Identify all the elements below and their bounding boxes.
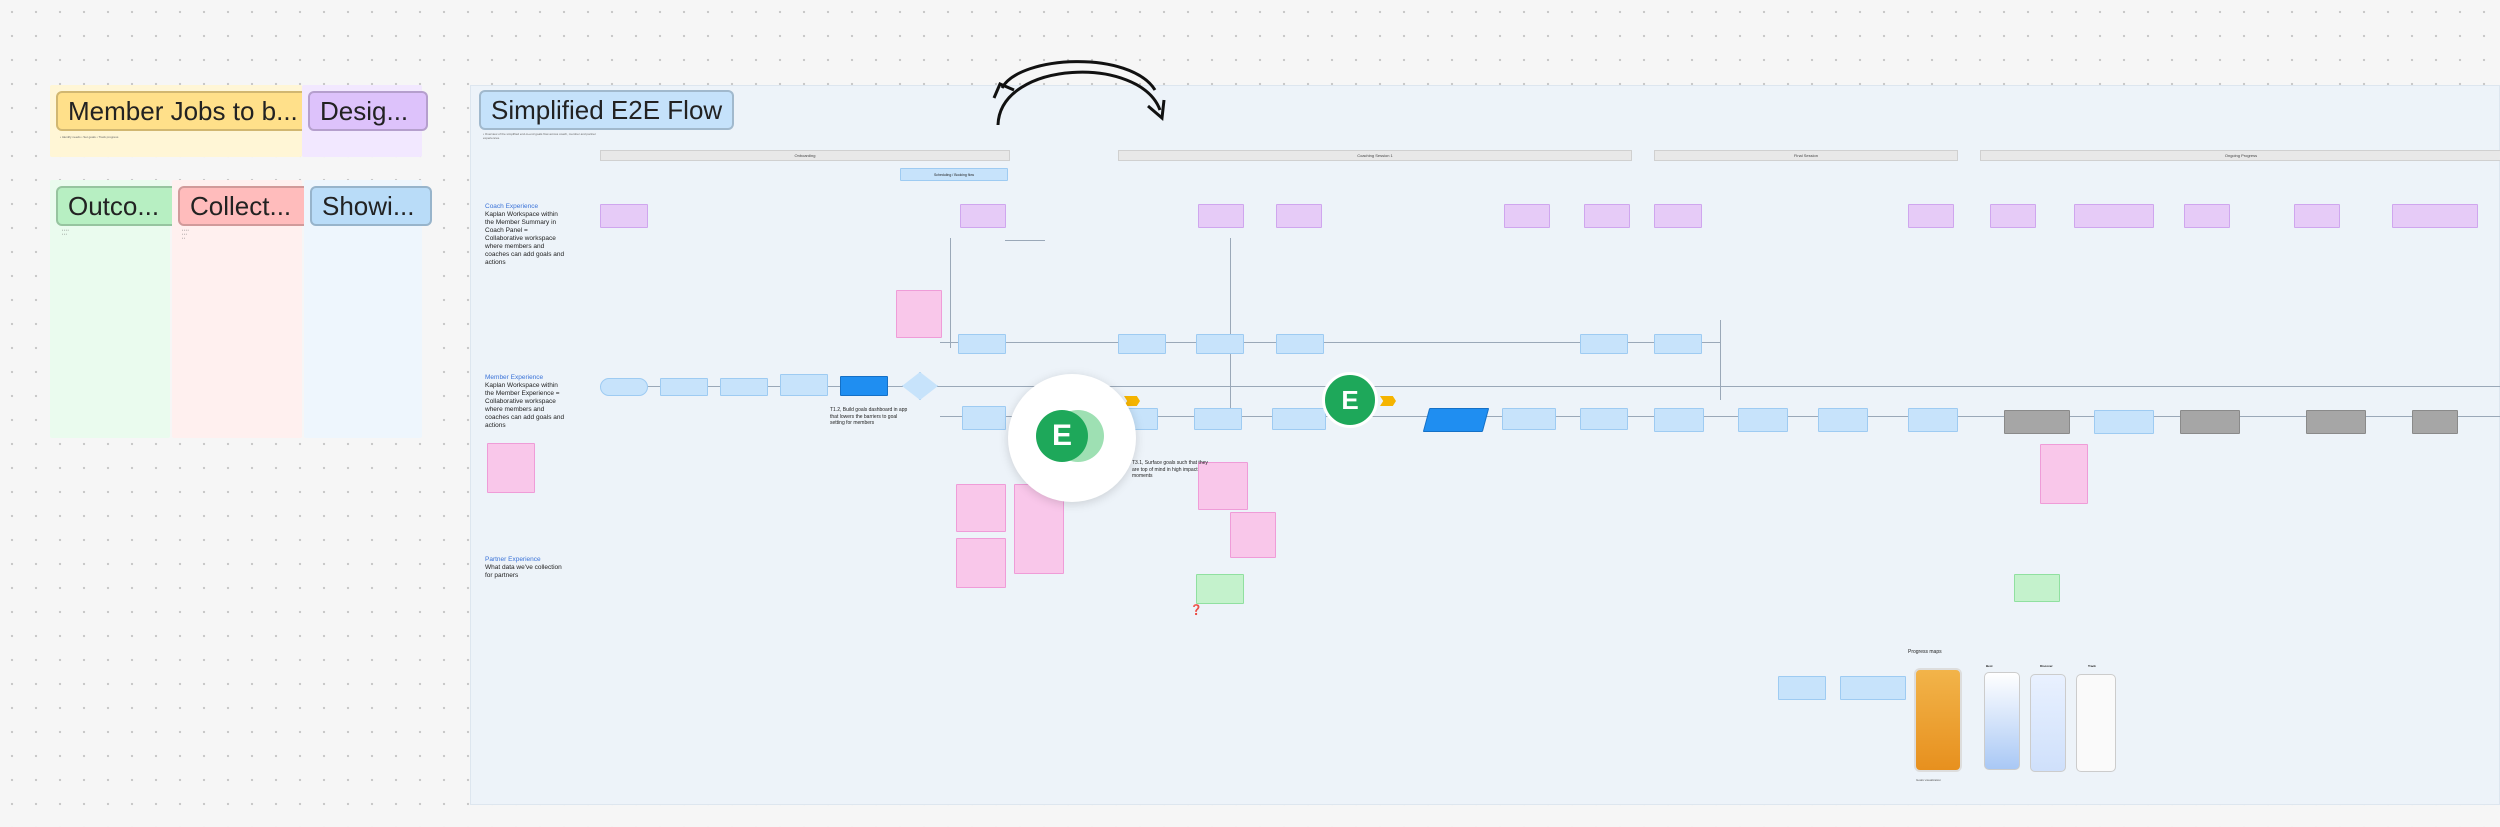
showing-section: Showi...: [304, 180, 432, 438]
coach-action[interactable]: [958, 334, 1006, 354]
member-note[interactable]: [1230, 512, 1276, 558]
phone-mockup[interactable]: [1914, 668, 1962, 772]
phone-caption: Goals visualization: [1916, 778, 1942, 782]
coach-step[interactable]: [1276, 204, 1322, 228]
member-step-future[interactable]: [2306, 410, 2366, 434]
phase-onboarding: Onboarding: [600, 150, 1010, 161]
coach-note[interactable]: [896, 290, 942, 338]
member-step-future[interactable]: [2180, 410, 2240, 434]
member-note[interactable]: [1198, 462, 1248, 510]
coach-step[interactable]: [1654, 204, 1702, 228]
member-step-primary[interactable]: [840, 376, 888, 396]
e2e-flow-frame: Simplified E2E Flow • Overview of the si…: [470, 85, 2500, 805]
yellow-marker-icon: [1124, 396, 1140, 406]
collect-title[interactable]: Collect...: [178, 186, 310, 226]
member-step[interactable]: [1502, 408, 1556, 430]
member-step[interactable]: [1738, 408, 1788, 432]
coach-action[interactable]: [1118, 334, 1166, 354]
coach-action[interactable]: [1196, 334, 1244, 354]
partner-note[interactable]: [2014, 574, 2060, 602]
member-step[interactable]: [1908, 408, 1958, 432]
member-note[interactable]: [2040, 444, 2088, 504]
member-jobs-section: Member Jobs to b... • Identify needs • S…: [50, 85, 312, 157]
member-lane-label: Member Experience Kaplan Workspace withi…: [485, 374, 565, 430]
outcomes-title[interactable]: Outco...: [56, 186, 180, 226]
member-note[interactable]: [956, 538, 1006, 588]
member-lane-heading: Member Experience: [485, 374, 544, 381]
avatar[interactable]: E: [1036, 410, 1088, 462]
coach-lane-desc: Kaplan Workspace within the Member Summa…: [485, 211, 565, 266]
member-note[interactable]: [956, 484, 1006, 532]
member-step[interactable]: [962, 406, 1006, 430]
phone-mockup[interactable]: [2076, 674, 2116, 772]
phone-mockup[interactable]: [2030, 674, 2066, 772]
member-step[interactable]: [720, 378, 768, 396]
member-step[interactable]: [1580, 408, 1628, 430]
phase-final: Final Session: [1654, 150, 1958, 161]
partner-lane-heading: Partner Experience: [485, 556, 541, 563]
phase-ongoing: Ongoing Progress: [1980, 150, 2500, 161]
coach-step[interactable]: [1990, 204, 2036, 228]
question-icon: ❓: [1190, 605, 1203, 616]
member-step[interactable]: [1272, 408, 1326, 430]
coach-action[interactable]: [1276, 334, 1324, 354]
member-jobs-title[interactable]: Member Jobs to b...: [56, 91, 312, 131]
showing-title[interactable]: Showi...: [310, 186, 432, 226]
partner-lane-label: Partner Experience What data we've colle…: [485, 556, 565, 580]
phone-caption: Track: [2088, 664, 2096, 668]
design-section: Desig...: [302, 85, 428, 157]
member-step-future[interactable]: [2004, 410, 2070, 434]
phone-mockup[interactable]: [1984, 672, 2020, 770]
coach-step[interactable]: [1198, 204, 1244, 228]
member-step[interactable]: [1194, 408, 1242, 430]
coach-step[interactable]: [1908, 204, 1954, 228]
coach-step[interactable]: [600, 204, 648, 228]
coach-step[interactable]: [1584, 204, 1630, 228]
member-step[interactable]: [1818, 408, 1868, 432]
coach-action[interactable]: [1654, 334, 1702, 354]
coach-step[interactable]: [2392, 204, 2478, 228]
member-step[interactable]: [1654, 408, 1704, 432]
member-step-future[interactable]: [2412, 410, 2458, 434]
coach-step[interactable]: [1504, 204, 1550, 228]
phone-caption: Discover: [2040, 664, 2053, 668]
avatar-small[interactable]: E: [1322, 372, 1378, 428]
member-step[interactable]: [600, 378, 648, 396]
member-lane-note[interactable]: [487, 443, 535, 493]
coach-action[interactable]: [1580, 334, 1628, 354]
member-step-primary[interactable]: [1422, 408, 1490, 432]
coach-step[interactable]: [2294, 204, 2340, 228]
collect-section: Collect... • • • •• • •• •: [172, 180, 310, 438]
coach-step[interactable]: [2184, 204, 2230, 228]
member-step[interactable]: [2094, 410, 2154, 434]
focus-goals-annotation: T3.1, Surface goals such that they are t…: [1132, 460, 1208, 479]
progress-maps-title: Progress maps: [1908, 649, 1942, 655]
phone-caption: Best: [1986, 664, 1993, 668]
goals-dashboard-annotation: T1.2, Build goals dashboard in app that …: [830, 407, 908, 426]
design-title[interactable]: Desig...: [308, 91, 428, 131]
member-lane-desc: Kaplan Workspace within the Member Exper…: [485, 382, 565, 429]
e2e-flow-title[interactable]: Simplified E2E Flow: [479, 90, 735, 130]
outcomes-section: Outco... • • • •• • •: [50, 180, 180, 438]
partner-lane-desc: What data we've collection for partners: [485, 564, 562, 579]
coach-step[interactable]: [2074, 204, 2154, 228]
member-step[interactable]: [660, 378, 708, 396]
coach-lane-label: Coach Experience Kaplan Workspace within…: [485, 203, 565, 267]
coach-step[interactable]: [960, 204, 1006, 228]
member-jobs-notes: • Identify needs • Set goals • Track pro…: [60, 135, 119, 139]
yellow-marker-icon: [1380, 396, 1396, 406]
progress-note[interactable]: [1778, 676, 1826, 700]
partner-note[interactable]: [1196, 574, 1244, 604]
curved-arrow-icon: [992, 60, 1166, 126]
scheduling-tag[interactable]: Scheduling / Booking flow: [900, 168, 1008, 181]
member-step[interactable]: [780, 374, 828, 396]
phase-coaching: Coaching Session 1: [1118, 150, 1632, 161]
coach-lane-heading: Coach Experience: [485, 203, 539, 210]
progress-note[interactable]: [1840, 676, 1906, 700]
